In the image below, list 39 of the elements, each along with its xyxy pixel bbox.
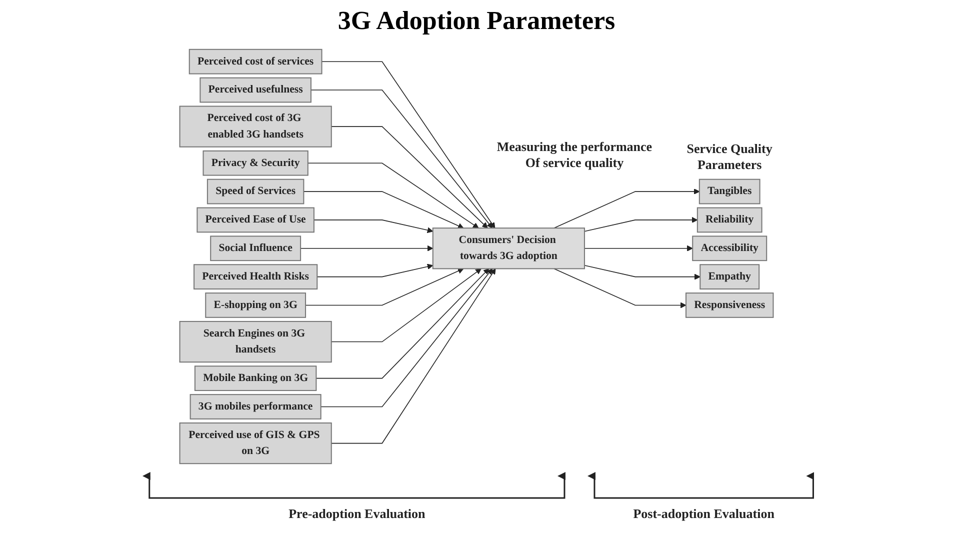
factor-box: Perceived cost of 3G enabled 3G handsets	[179, 106, 332, 148]
factor-box: Reliability	[696, 207, 762, 233]
arrow	[584, 216, 698, 232]
arrow	[316, 268, 490, 379]
arrow	[330, 268, 496, 444]
factor-box: Perceived Ease of Use	[196, 207, 314, 233]
arrow	[553, 268, 686, 308]
arrow	[308, 162, 479, 228]
arrow	[300, 245, 434, 252]
factor-box: Perceived cost of services	[188, 48, 322, 74]
arrow	[316, 264, 434, 278]
factor-box: Perceived usefulness	[200, 77, 312, 103]
factor-box: Social Influence	[210, 236, 302, 262]
arrow	[310, 90, 493, 228]
arrow	[330, 268, 482, 342]
factor-box: 3G mobiles performance	[190, 394, 322, 420]
factor-box: Tangibles	[698, 178, 760, 204]
factor-box: Mobile Banking on 3G	[194, 366, 317, 391]
arrow	[584, 245, 693, 252]
factor-box: Perceived Health Risks	[194, 264, 318, 290]
annotation-text: Measuring the performance Of service quality	[494, 139, 654, 172]
factor-box: Privacy & Security	[202, 150, 308, 176]
arrow	[305, 268, 464, 306]
factor-box: Empathy	[700, 264, 760, 290]
arrow	[553, 188, 700, 228]
arrow	[303, 191, 464, 229]
factor-box: Perceived use of GIS & GPS on 3G	[179, 422, 332, 464]
factor-box: Accessibility	[692, 236, 768, 262]
factor-box: Consumers' Decision towards 3G adoption	[432, 228, 585, 270]
arrow	[330, 126, 488, 228]
diagram-title: 3G Adoption Parameters	[336, 6, 616, 36]
arrow	[584, 265, 700, 280]
factor-box: E-shopping on 3G	[205, 292, 306, 318]
factor-box: Speed of Services	[206, 178, 304, 204]
factor-box: Responsiveness	[685, 292, 774, 318]
arrow	[321, 61, 496, 228]
arrow	[320, 268, 493, 408]
arrow	[314, 220, 434, 234]
factor-box: Search Engines on 3G handsets	[179, 320, 332, 363]
